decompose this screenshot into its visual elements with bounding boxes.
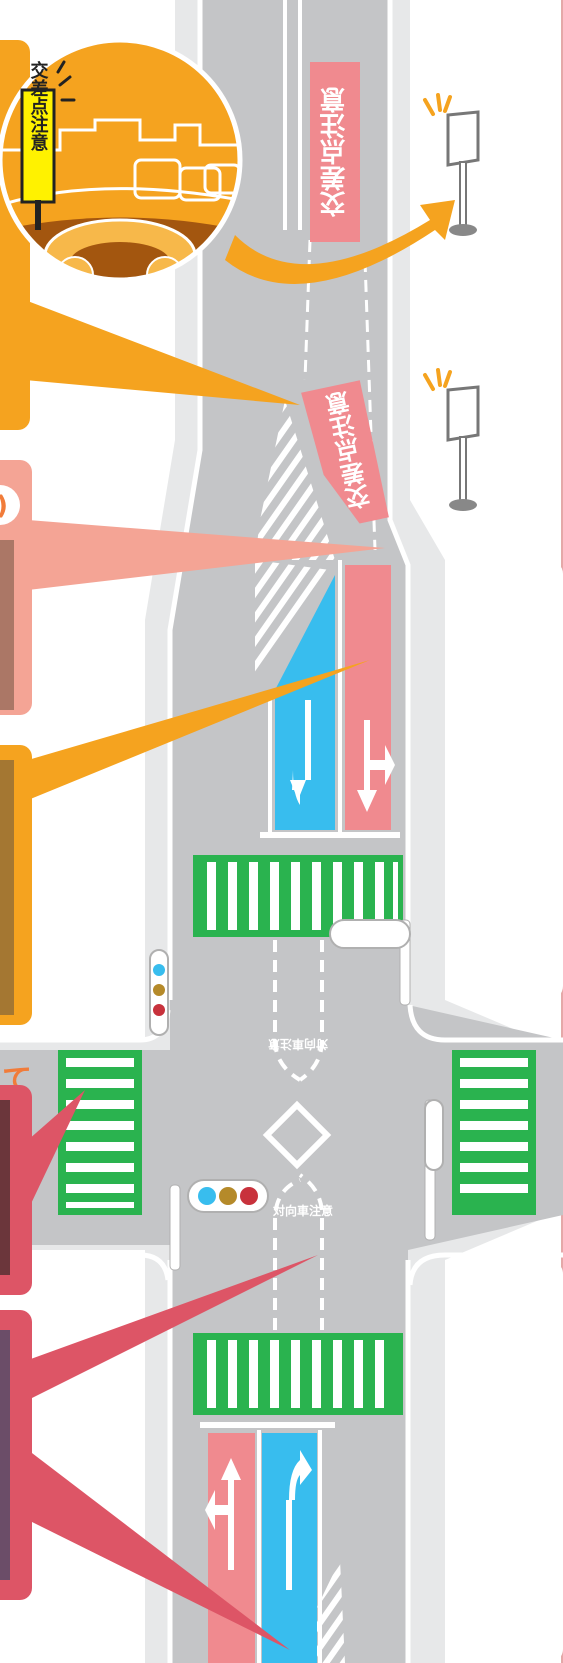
roadside-sign-icon — [448, 387, 478, 440]
oncoming-caution-top: 対向車注意 — [268, 1037, 329, 1052]
lane-markings-lower — [200, 1425, 335, 1663]
svg-text:交差点注意: 交差点注意 — [28, 60, 49, 151]
callout-fragment-paren: ) — [0, 491, 8, 521]
traffic-light-icon — [425, 1100, 443, 1170]
road-marking-intersection-caution-1: 交差点注意 — [310, 62, 360, 242]
crosswalk-west — [58, 1050, 142, 1215]
roadside-sign-icon — [448, 112, 478, 165]
traffic-light-west — [150, 950, 168, 1035]
crosswalk-east — [452, 1050, 536, 1215]
svg-text:交差点注意: 交差点注意 — [320, 87, 350, 218]
oncoming-caution-bottom: 対向車注意 — [272, 1203, 333, 1218]
crosswalk-south — [193, 1333, 403, 1415]
traffic-light-icon — [330, 920, 410, 948]
